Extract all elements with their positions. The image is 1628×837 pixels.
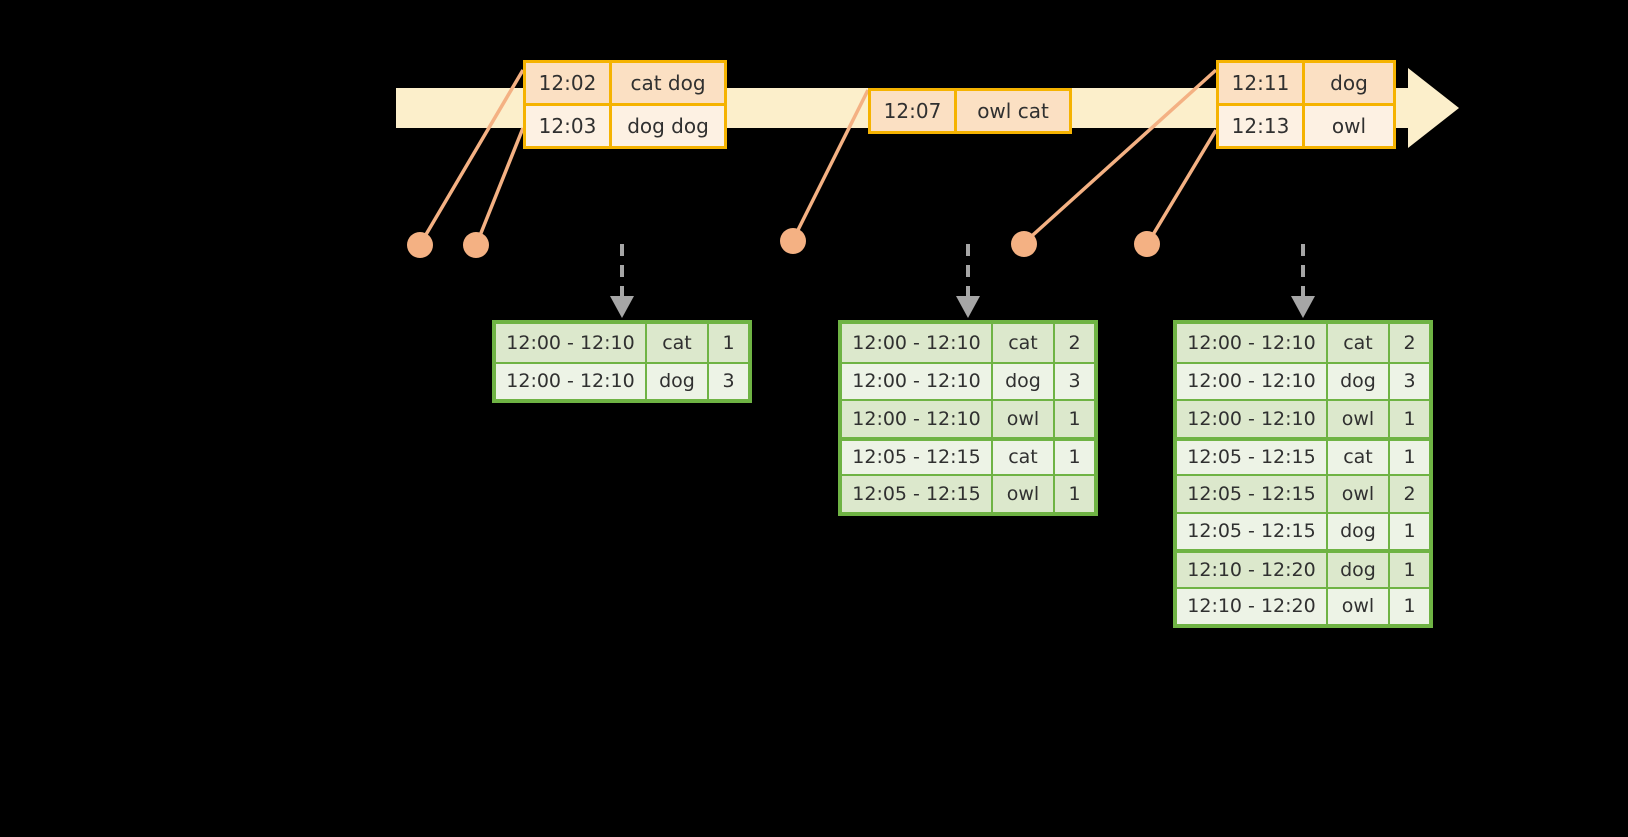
- table-row[interactable]: 12:10 - 12:20 dog 1: [1177, 549, 1429, 587]
- cell-count: 2: [1403, 331, 1416, 354]
- event-words: dog: [1330, 71, 1368, 95]
- dot-1211-icon: [1011, 231, 1037, 257]
- dashed-arrow-3-head: [1291, 296, 1315, 318]
- table-row[interactable]: 12:00 - 12:10 dog 3: [496, 361, 748, 399]
- cell-word: owl: [993, 476, 1055, 512]
- dashed-arrows: [620, 244, 1305, 296]
- dot-1202-icon: [407, 232, 433, 258]
- event-row[interactable]: 12:11 dog: [1219, 63, 1393, 103]
- event-time: 12:02: [526, 63, 612, 103]
- table-row[interactable]: 12:00 - 12:10 owl 1: [1177, 399, 1429, 437]
- cell-count: 1: [1068, 482, 1081, 505]
- event-words: dog dog: [627, 114, 709, 138]
- table-row[interactable]: 12:00 - 12:10 cat 2: [1177, 324, 1429, 362]
- table-row[interactable]: 12:00 - 12:10 cat 2: [842, 324, 1094, 362]
- dot-1203-icon: [463, 232, 489, 258]
- cell-word: cat: [647, 324, 709, 362]
- cell-word: dog: [647, 363, 709, 399]
- cell-count: 2: [1403, 482, 1416, 505]
- cell-count: 1: [1068, 407, 1081, 430]
- event-row[interactable]: 12:07 owl cat: [871, 91, 1069, 131]
- event-words: owl cat: [977, 99, 1049, 123]
- cell-word: cat: [1328, 440, 1390, 474]
- cell-count: 1: [1403, 520, 1416, 543]
- cell-count: 3: [722, 370, 735, 393]
- event-group-3[interactable]: 12:11 dog 12:13 owl: [1216, 60, 1396, 149]
- cell-window: 12:00 - 12:10: [496, 363, 647, 399]
- connector-1202: [419, 69, 525, 244]
- cell-count: 3: [1403, 370, 1416, 393]
- table-row[interactable]: 12:05 - 12:15 cat 1: [842, 436, 1094, 474]
- event-dots: [407, 228, 1160, 258]
- cell-word: owl: [1328, 588, 1390, 624]
- event-time: 12:11: [1219, 63, 1305, 103]
- cell-window: 12:00 - 12:10: [842, 401, 993, 437]
- cell-word: cat: [993, 324, 1055, 362]
- cell-window: 12:00 - 12:10: [1177, 401, 1328, 437]
- cell-count: 1: [1403, 595, 1416, 618]
- result-table-1[interactable]: 12:00 - 12:10 cat 1 12:00 - 12:10 dog 3: [492, 320, 752, 403]
- cell-count: 2: [1068, 331, 1081, 354]
- cell-word: dog: [1328, 553, 1390, 587]
- connector-1203: [475, 127, 525, 244]
- cell-window: 12:10 - 12:20: [1177, 588, 1328, 624]
- cell-window: 12:05 - 12:15: [842, 476, 993, 512]
- event-row[interactable]: 12:13 owl: [1219, 103, 1393, 146]
- cell-word: cat: [1328, 324, 1390, 362]
- cell-word: cat: [993, 440, 1055, 474]
- cell-word: owl: [993, 401, 1055, 437]
- event-row[interactable]: 12:02 cat dog: [526, 63, 724, 103]
- cell-word: dog: [993, 363, 1055, 399]
- table-row[interactable]: 12:05 - 12:15 owl 2: [1177, 474, 1429, 512]
- event-time: 12:03: [526, 106, 612, 146]
- cell-window: 12:05 - 12:15: [1177, 476, 1328, 512]
- event-time: 12:07: [871, 91, 957, 131]
- table-row[interactable]: 12:00 - 12:10 dog 3: [1177, 361, 1429, 399]
- dot-1207-icon: [780, 228, 806, 254]
- cell-word: owl: [1328, 476, 1390, 512]
- cell-count: 3: [1068, 370, 1081, 393]
- dashed-arrow-heads: [610, 296, 1315, 318]
- cell-window: 12:00 - 12:10: [842, 363, 993, 399]
- connector-1213: [1146, 129, 1218, 244]
- dot-1213-icon: [1134, 231, 1160, 257]
- cell-word: owl: [1328, 401, 1390, 437]
- table-row[interactable]: 12:00 - 12:10 owl 1: [842, 399, 1094, 437]
- cell-window: 12:05 - 12:15: [1177, 513, 1328, 549]
- cell-window: 12:00 - 12:10: [1177, 363, 1328, 399]
- cell-count: 1: [1068, 446, 1081, 469]
- event-words: cat dog: [630, 71, 706, 95]
- event-group-2[interactable]: 12:07 owl cat: [868, 88, 1072, 134]
- cell-window: 12:00 - 12:10: [842, 324, 993, 362]
- cell-count: 1: [722, 331, 735, 354]
- dashed-arrow-1-head: [610, 296, 634, 318]
- table-row[interactable]: 12:10 - 12:20 owl 1: [1177, 586, 1429, 624]
- dashed-arrow-2-head: [956, 296, 980, 318]
- cell-count: 1: [1403, 446, 1416, 469]
- event-row[interactable]: 12:03 dog dog: [526, 103, 724, 146]
- cell-count: 1: [1403, 407, 1416, 430]
- result-table-2[interactable]: 12:00 - 12:10 cat 2 12:00 - 12:10 dog 3 …: [838, 320, 1098, 516]
- cell-count: 1: [1403, 558, 1416, 581]
- result-table-3[interactable]: 12:00 - 12:10 cat 2 12:00 - 12:10 dog 3 …: [1173, 320, 1433, 628]
- cell-window: 12:05 - 12:15: [1177, 440, 1328, 474]
- table-row[interactable]: 12:05 - 12:15 cat 1: [1177, 436, 1429, 474]
- event-group-1[interactable]: 12:02 cat dog 12:03 dog dog: [523, 60, 727, 149]
- connector-1207: [791, 89, 870, 241]
- cell-word: dog: [1328, 513, 1390, 549]
- table-row[interactable]: 12:00 - 12:10 cat 1: [496, 324, 748, 362]
- cell-window: 12:05 - 12:15: [842, 440, 993, 474]
- cell-window: 12:00 - 12:10: [496, 324, 647, 362]
- cell-window: 12:10 - 12:20: [1177, 553, 1328, 587]
- cell-word: dog: [1328, 363, 1390, 399]
- table-row[interactable]: 12:05 - 12:15 dog 1: [1177, 511, 1429, 549]
- table-row[interactable]: 12:00 - 12:10 dog 3: [842, 361, 1094, 399]
- event-time: 12:13: [1219, 106, 1305, 146]
- event-words: owl: [1331, 114, 1367, 138]
- table-row[interactable]: 12:05 - 12:15 owl 1: [842, 474, 1094, 512]
- cell-window: 12:00 - 12:10: [1177, 324, 1328, 362]
